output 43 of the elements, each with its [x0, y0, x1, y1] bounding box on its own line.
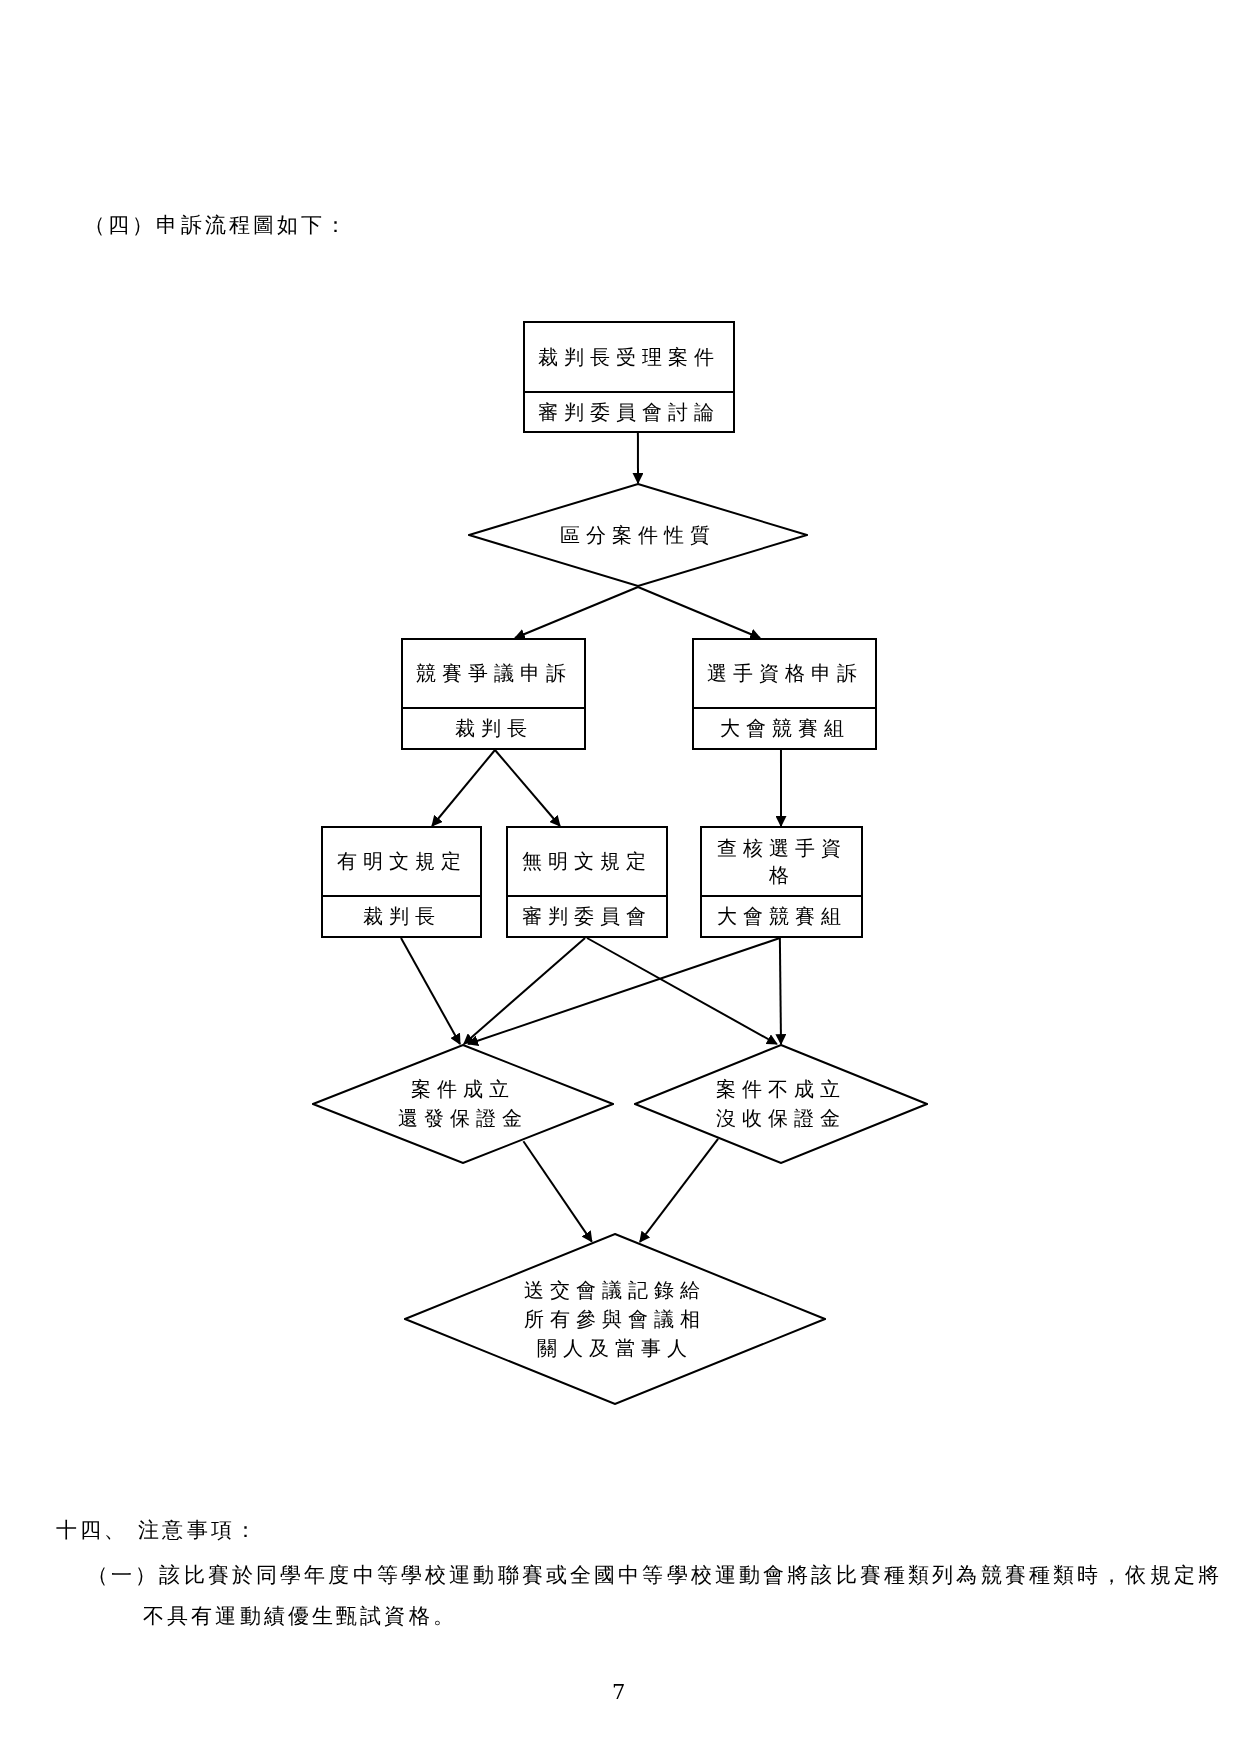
box-body: 審判委員會 [522, 903, 652, 930]
box-heading: 有明文規定 [336, 848, 467, 875]
process-box [506, 826, 668, 938]
process-box [692, 638, 877, 750]
arrow [632, 432, 644, 485]
decision-diamond [312, 1044, 614, 1164]
arrow [462, 937, 587, 1045]
arrow [522, 1140, 593, 1243]
arrow [467, 937, 781, 1046]
diamond-text: 區分案件性質 [559, 521, 717, 549]
decision-diamond [404, 1233, 826, 1405]
arrow [400, 937, 461, 1045]
box-body: 審判委員會討論 [538, 398, 720, 426]
box-heading: 無明文規定 [521, 848, 653, 875]
box-body: 大會競賽組 [719, 715, 850, 742]
diamond-text: 案件成立還發保證金 [397, 1076, 529, 1132]
page-number: 7 [612, 1679, 630, 1706]
arrow [494, 749, 561, 827]
process-box [523, 321, 735, 433]
arrow [638, 1137, 720, 1243]
paragraph-text: （一）該比賽於同學年度中等學校運動聯賽或全國中等學校運動會將該比賽種類列為競賽種類時，依規定將不具有運動績優生甄試資格。 [87, 1562, 1223, 1630]
arrow [775, 937, 787, 1046]
box-heading: 選手資格申訴 [706, 660, 863, 687]
arrow [513, 586, 639, 640]
arrow [775, 749, 787, 828]
process-box [700, 826, 863, 938]
arrow [431, 749, 496, 827]
decision-diamond [468, 483, 808, 587]
heading-text: （四）申訴流程圖如下： [84, 212, 351, 239]
diamond-text: 案件不成立沒收保證金 [715, 1076, 847, 1132]
process-box [321, 826, 482, 938]
decision-diamond [634, 1044, 928, 1164]
box-body: 大會競賽組 [716, 903, 847, 930]
arrow [586, 937, 778, 1045]
box-heading: 查核選手資格 [715, 834, 848, 889]
process-box [401, 638, 586, 750]
diamond-text: 送交會議記錄給所有參與會議相關人及當事人 [523, 1276, 707, 1362]
box-heading: 裁判長受理案件 [538, 343, 720, 371]
arrow [637, 586, 762, 640]
box-heading: 競賽爭議申訴 [415, 660, 572, 687]
box-body: 裁判長 [454, 715, 533, 742]
heading-text: 十四、 注意事項： [56, 1517, 261, 1544]
box-body: 裁判長 [362, 903, 441, 930]
